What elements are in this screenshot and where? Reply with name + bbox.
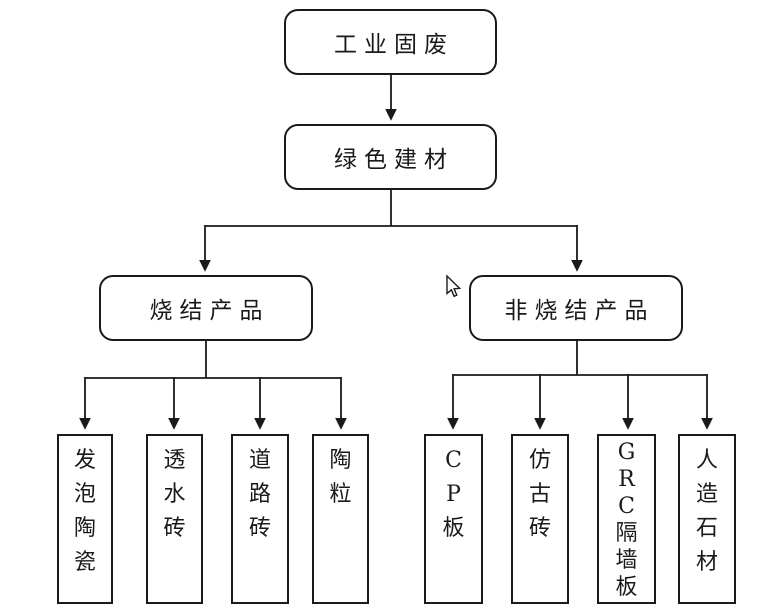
node-ceramsite: 陶粒 (312, 434, 369, 604)
node-road-brick-label: 道路砖 (248, 448, 271, 541)
node-cp-board: CP板 (424, 434, 483, 604)
node-road-brick: 道路砖 (231, 434, 289, 604)
node-green-building-materials-label: 绿色建材 (334, 147, 454, 173)
node-artificial-stone-label: 人造石材 (695, 448, 718, 575)
node-non-sintered-products: 非烧结产品 (469, 275, 683, 341)
node-cp-board-label: CP板 (442, 448, 465, 541)
node-antique-brick-label: 仿古砖 (528, 448, 551, 541)
node-foamed-ceramics-label: 发泡陶瓷 (73, 448, 96, 575)
node-permeable-brick: 透水砖 (146, 434, 203, 604)
node-permeable-brick-label: 透水砖 (163, 448, 186, 541)
node-artificial-stone: 人造石材 (678, 434, 736, 604)
node-industrial-solid-waste-label: 工业固废 (334, 32, 454, 58)
node-foamed-ceramics: 发泡陶瓷 (57, 434, 113, 604)
node-non-sintered-products-label: 非烧结产品 (504, 298, 655, 324)
node-sintered-products-label: 烧结产品 (149, 298, 270, 324)
node-industrial-solid-waste: 工业固废 (284, 9, 497, 75)
node-green-building-materials: 绿色建材 (284, 124, 497, 190)
node-sintered-products: 烧结产品 (99, 275, 313, 341)
node-grc-partition-board: GRC隔墙板 (597, 434, 656, 604)
node-grc-partition-board-label: GRC隔墙板 (615, 440, 638, 600)
node-ceramsite-label: 陶粒 (329, 448, 352, 507)
node-antique-brick: 仿古砖 (511, 434, 569, 604)
